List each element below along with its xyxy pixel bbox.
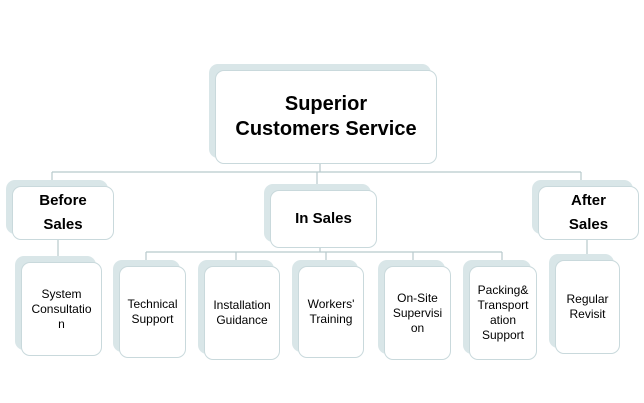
- leaf-technical-support: Technical Support: [119, 266, 186, 358]
- leaf-workers-training: Workers' Training: [298, 266, 364, 358]
- leaf-label: On-Site Supervisi on: [392, 290, 443, 335]
- category-before-sales: Before Sales: [12, 186, 114, 240]
- category-label: Before Sales: [39, 192, 87, 233]
- category-label: In Sales: [295, 210, 352, 227]
- leaf-system-consultation: System Consultatio n: [21, 262, 102, 356]
- leaf-installation-guidance: Installation Guidance: [204, 266, 280, 360]
- root-node: Superior Customers Service: [215, 70, 437, 164]
- leaf-label: Technical Support: [127, 297, 178, 326]
- leaf-packing-transportation-support: Packing& Transport ation Support: [469, 266, 537, 360]
- root-label: Superior Customers Service: [235, 93, 417, 140]
- category-after-sales: After Sales: [538, 186, 639, 240]
- category-in-sales: In Sales: [270, 190, 377, 248]
- leaf-label: System Consultatio n: [31, 286, 92, 331]
- leaf-label: Installation Guidance: [213, 298, 271, 327]
- leaf-label: Packing& Transport ation Support: [477, 283, 529, 342]
- category-label: After Sales: [568, 192, 609, 233]
- leaf-regular-revisit: Regular Revisit: [555, 260, 620, 354]
- leaf-on-site-supervision: On-Site Supervisi on: [384, 266, 451, 360]
- leaf-label: Regular Revisit: [566, 292, 609, 321]
- leaf-label: Workers' Training: [307, 297, 355, 326]
